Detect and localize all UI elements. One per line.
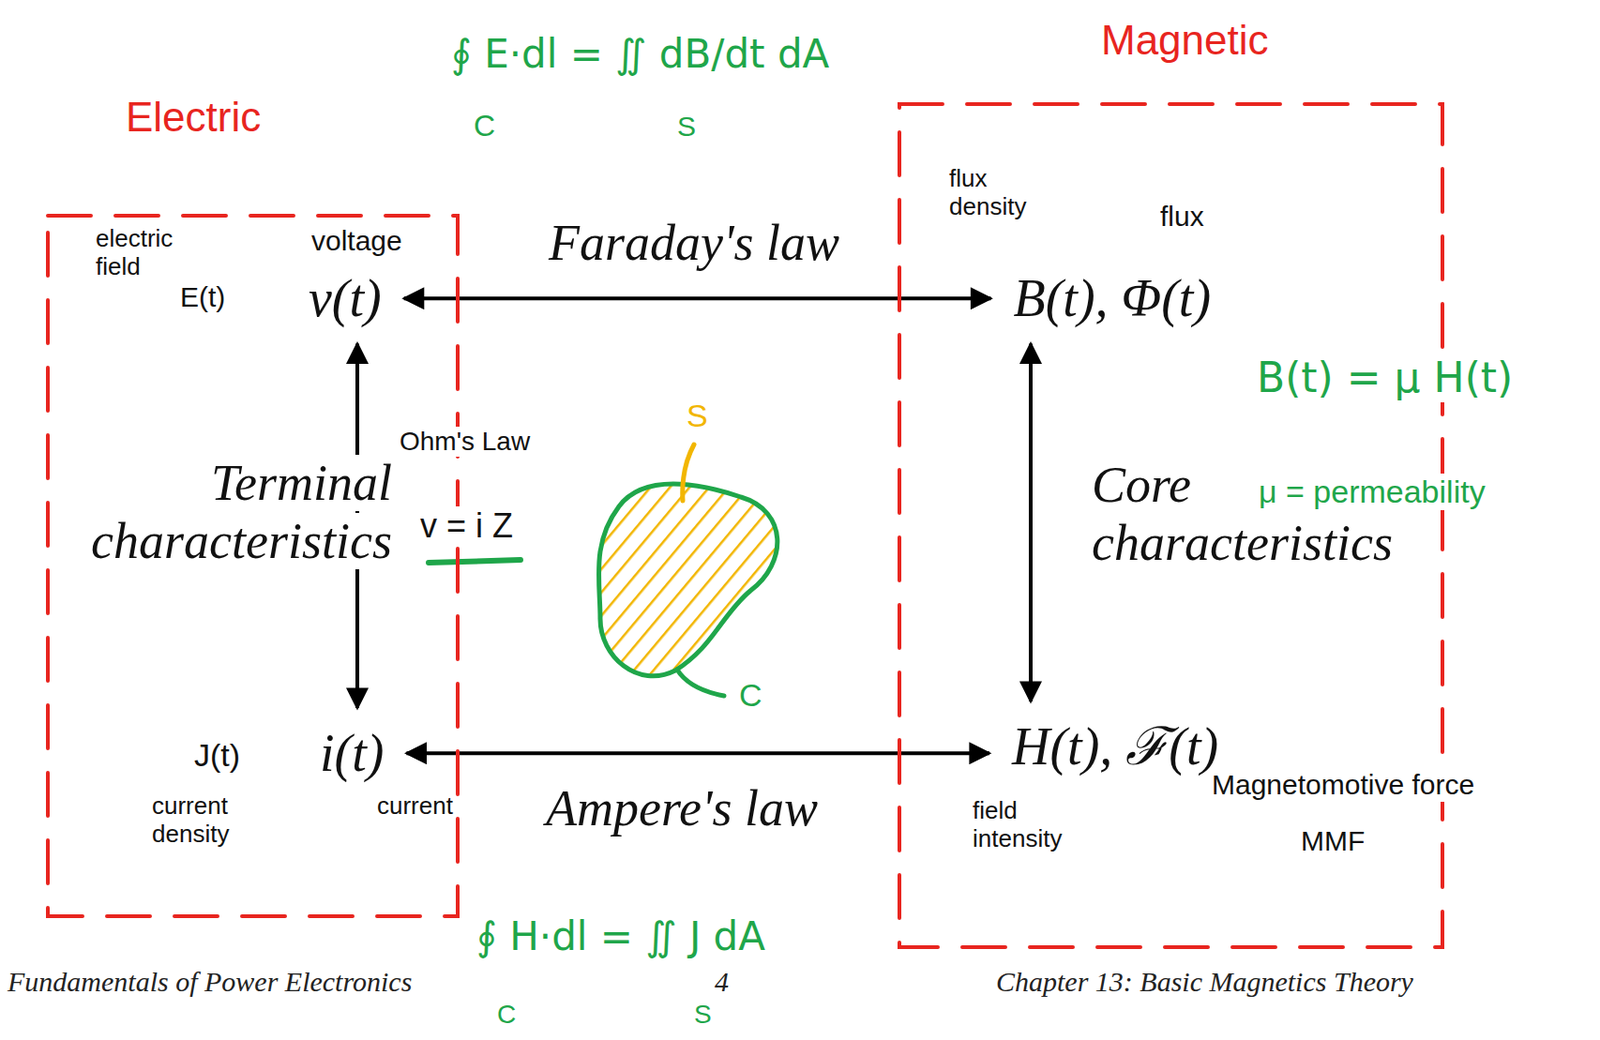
annotation-text: ∮ H·dl = ∬ J dA [474,914,768,960]
quantity-symbol: i(t) [319,723,384,784]
quantity-node: i(t) [310,721,393,785]
annotation-text: S [684,397,710,435]
annotation-text: Magnetomotive force [1209,769,1477,802]
annotation-text: E(t) [178,281,227,315]
annotation-text: 4 [712,966,731,999]
annotation-text: C [471,108,498,144]
annotation-text: ∮ E·dl = ∬ dB/dt dA [449,31,831,77]
law-label: Terminal characteristics [87,454,396,570]
annotation-text: C [495,999,518,1030]
annotation-text: v = i Z [418,506,515,545]
dashed-outline [47,215,458,917]
law-label-box: Terminal characteristics [11,453,396,571]
quantity-node: B(t), Φ(t) [1004,266,1222,331]
surface-leader [682,444,695,501]
annotation-text: flux density [947,165,1055,222]
region-heading: Electric [121,93,265,141]
annotation-text: S [692,999,714,1030]
quantity-symbol: H(t), ℱ(t) [1011,716,1219,777]
ohm-underline [428,559,521,563]
annotation-text: S [675,110,698,144]
law-label: Faraday's law [544,214,844,272]
annotation-text: Fundamentals of Power Electronics [5,966,414,999]
annotation-text: Chapter 13: Basic Magnetics Theory [994,966,1416,999]
law-label-box: Ampere's law [542,779,822,838]
annotation-text: field intensity [970,797,1097,854]
region-heading: Magnetic [1097,16,1273,64]
annotation-text: B(t) = μ H(t) [1254,354,1515,403]
quantity-node: H(t), ℱ(t) [1002,714,1228,779]
law-label-box: Faraday's law [544,213,844,272]
quantity-symbol: v(t) [308,268,382,329]
annotation-text: MMF [1298,825,1367,859]
contour-leader [677,669,725,696]
law-label: Ampere's law [542,780,822,837]
annotation-text: voltage [309,225,405,258]
annotation-text: current density [150,792,276,849]
surface-fill [598,483,777,677]
quantity-node: v(t) [299,266,392,331]
contour-outline [598,483,777,677]
annotation-text: Ohm's Law [397,426,532,457]
annotation-text: J(t) [192,737,242,774]
connector-arrow [1028,343,1033,702]
annotation-text: electric field [93,225,201,282]
annotation-text: C [737,677,765,714]
annotation-text: μ = permeability [1256,473,1488,511]
dashed-outline [899,104,1443,948]
annotation-text: flux [1158,200,1207,234]
connector-arrow [406,751,990,755]
quantity-symbol: B(t), Φ(t) [1013,268,1212,329]
connector-arrow [404,296,992,301]
annotation-text: current [375,792,455,821]
